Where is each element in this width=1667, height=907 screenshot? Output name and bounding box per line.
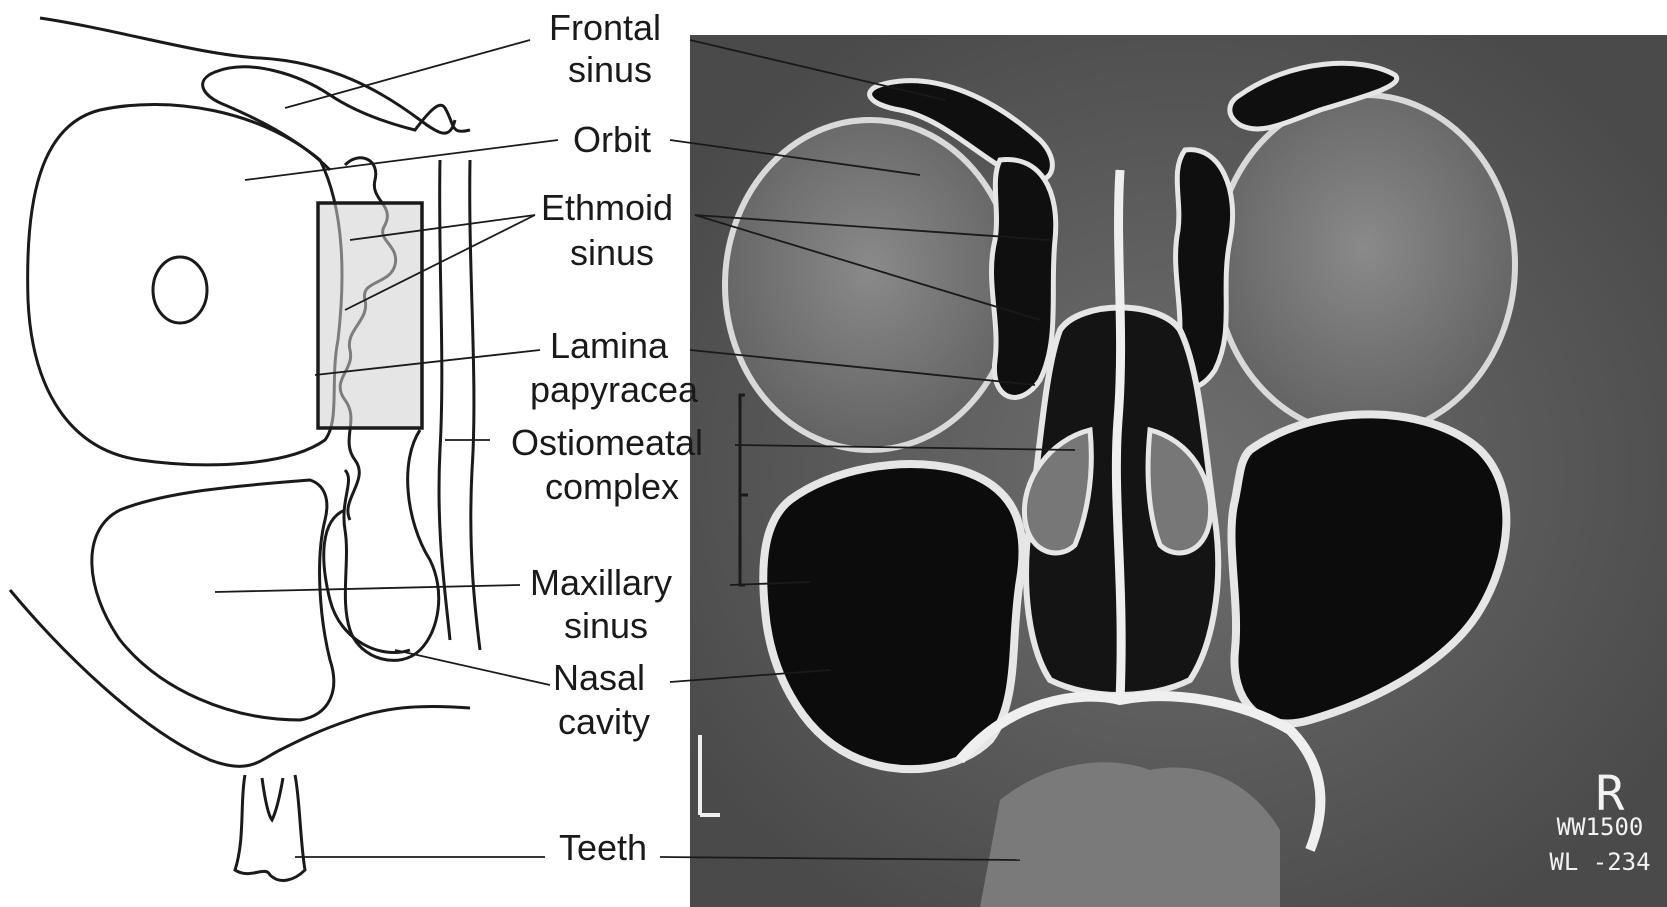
frontal-sinus-label-line1: Frontal: [549, 7, 661, 48]
inferior-turbinate-outline: [324, 510, 410, 653]
maxillary-sinus-label-line1: Maxillary: [530, 562, 672, 603]
teeth-label: Teeth: [559, 827, 647, 868]
ethmoid-sinus-label-line1: Ethmoid: [541, 187, 673, 228]
ostiomeatal-complex-label: Ostiomeatal complex: [511, 422, 713, 507]
schematic-drawing: [10, 18, 480, 880]
ct-orbit-left: [725, 120, 1015, 450]
ct-orbit-right: [1215, 95, 1515, 435]
frontal-sinus-label-line2: sinus: [568, 49, 652, 90]
nasal-cavity-label-line1: Nasal: [553, 657, 645, 698]
orbit-leader-left: [245, 140, 558, 180]
frontal-sinus-leader-left: [285, 40, 530, 108]
maxillary-sinus-label-line2: sinus: [564, 605, 648, 646]
globe-outline: [153, 257, 207, 323]
ostiomeatal-complex-label-line1: Ostiomeatal: [511, 422, 703, 463]
orbit-label: Orbit: [573, 119, 651, 160]
orbit-outline: [28, 104, 342, 464]
ostiomeatal-complex-label-line2: complex: [545, 466, 679, 507]
ct-nasal-septum: [1116, 170, 1121, 700]
ct-ethmoid-left: [991, 160, 1055, 398]
labels: Frontal sinus Orbit Ethmoid sinus Lamina…: [511, 7, 713, 868]
teeth-label-line1: Teeth: [559, 827, 647, 868]
orbit-label-line1: Orbit: [573, 119, 651, 160]
ethmoid-sinus-label: Ethmoid sinus: [541, 187, 683, 273]
palate-contour: [10, 590, 470, 766]
ethmoid-sinus-label-line2: sinus: [570, 232, 654, 273]
tooth-outline: [235, 775, 305, 880]
maxillary-sinus-outline: [92, 480, 334, 720]
lamina-papyracea-label-line2: papyracea: [530, 369, 699, 410]
nasal-cavity-label-line2: cavity: [558, 701, 650, 742]
frontal-sinus-label: Frontal sinus: [549, 7, 671, 90]
nasal-cavity-label: Nasal cavity: [553, 657, 655, 742]
window-level-text: WL -234: [1549, 848, 1650, 876]
nasal-septum-line: [470, 160, 480, 650]
lamina-papyracea-label-line1: Lamina: [550, 325, 669, 366]
lamina-papyracea-label: Lamina papyracea: [530, 325, 699, 410]
maxillary-sinus-label: Maxillary sinus: [530, 562, 682, 646]
nasal-wall-line: [439, 160, 450, 640]
window-width-text: WW1500: [1557, 813, 1644, 841]
ct-scan-image: R WW1500 WL -234: [690, 35, 1667, 907]
nasal-cavity-leader-left: [395, 650, 550, 685]
